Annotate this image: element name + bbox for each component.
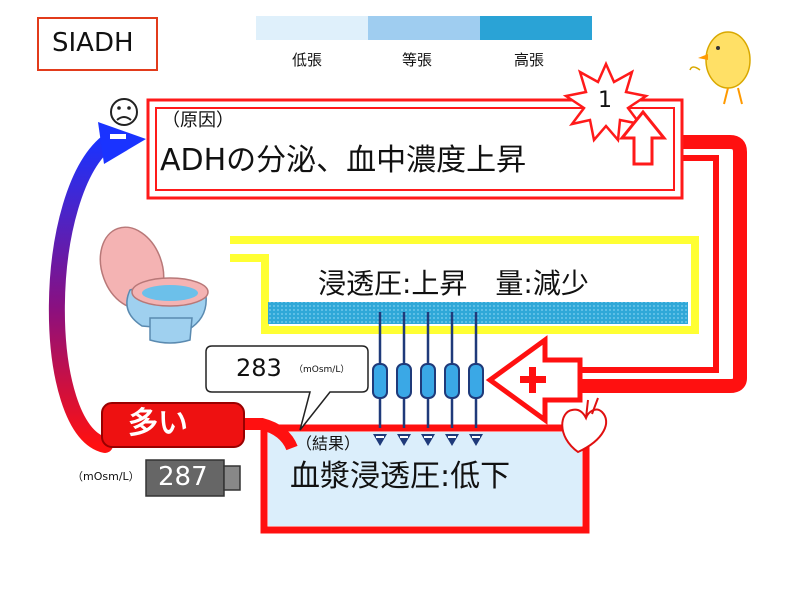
toilet-icon — [99, 226, 209, 344]
channel-tube-5 — [468, 363, 484, 399]
scale-label-hypertonic: 高張 — [514, 51, 545, 69]
cause-text: ADHの分泌、血中濃度上昇 — [160, 143, 527, 178]
chick-icon — [689, 31, 751, 105]
tonicity-scale — [256, 16, 592, 40]
up-arrow — [618, 109, 668, 166]
minus-sign-bar — [110, 134, 126, 139]
result-tag: （結果） — [296, 434, 361, 453]
minus-sign: − — [112, 122, 113, 123]
result-box-border — [260, 424, 590, 534]
channel-tube-2 — [396, 363, 412, 399]
reading-device-end — [223, 465, 241, 491]
urine-box-frame — [230, 236, 699, 334]
channel-plus-3 — [424, 436, 432, 438]
channel-plus-4 — [448, 436, 456, 438]
reading-unit: （mOsm/L） — [72, 470, 140, 483]
channel-tube-3 — [420, 363, 436, 399]
plenty-to-result-link — [240, 418, 298, 451]
feedback-loop-arrow — [48, 132, 118, 453]
reading-device-body — [145, 459, 225, 497]
channel-group — [372, 312, 484, 446]
urine-dotted-band — [268, 302, 688, 324]
channel-plus-5 — [472, 436, 480, 438]
channel-tube-4 — [444, 363, 460, 399]
channel-tube-1 — [372, 363, 388, 399]
callout-bubble — [205, 345, 369, 431]
channel-plus-2 — [400, 436, 408, 438]
right-red-loop-inner — [560, 155, 719, 373]
plenty-pill — [101, 402, 245, 448]
scale-segment-hypotonic — [256, 16, 368, 40]
cause-tag: （原因） — [162, 110, 234, 131]
channel-plus-1 — [376, 436, 384, 438]
scale-segment-isotonic — [368, 16, 480, 40]
plus-sign: + — [528, 372, 529, 373]
scale-label-hypotonic: 低張 — [292, 51, 323, 69]
scale-label-isotonic: 等張 — [402, 51, 433, 69]
right-red-loop — [560, 135, 747, 393]
result-text: 血漿浸透圧:低下 — [290, 459, 511, 494]
plus-sign-v — [529, 367, 536, 393]
reading-value: 287 — [158, 462, 208, 492]
heart-icon — [561, 397, 608, 454]
result-box-fill — [268, 432, 582, 526]
plenty-label: 多い — [128, 406, 188, 441]
frown-face-icon — [110, 98, 138, 126]
page-title: SIADH — [52, 28, 134, 58]
urine-text: 浸透圧:上昇 量:減少 — [318, 267, 589, 300]
badge-number: 1 — [598, 88, 612, 113]
scale-segment-hypertonic — [480, 16, 592, 40]
title-box — [37, 17, 158, 71]
starburst-badge — [562, 60, 650, 144]
feedback-arrowhead — [98, 122, 146, 164]
callout-value: 283 — [236, 354, 282, 382]
callout-unit: （mOsm/L） — [294, 365, 350, 375]
